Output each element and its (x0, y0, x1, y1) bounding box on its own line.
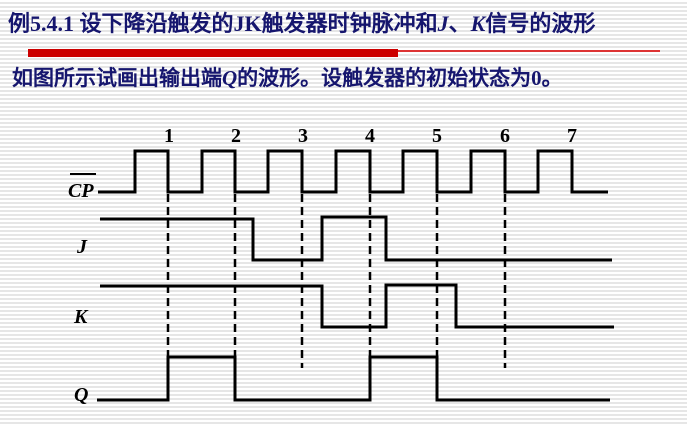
edge-number-1: 1 (164, 125, 174, 147)
edge-number-2: 2 (231, 125, 241, 147)
title-j: J (437, 11, 449, 36)
waveform-k (100, 283, 614, 329)
edge-number-4: 4 (365, 125, 375, 147)
page-title: 例5.4.1 设下降沿触发的JK触发器时钟脉冲和J、K信号的波形 (8, 6, 595, 38)
label-q: Q (74, 384, 88, 406)
waveform-j (100, 215, 612, 262)
edge-number-6: 6 (500, 125, 510, 147)
title-sep: 、 (448, 11, 471, 36)
signal-labels: CP J K Q (68, 173, 96, 406)
label-k: K (73, 306, 89, 328)
edge-numbers: 1 2 3 4 5 6 7 (164, 125, 577, 147)
accent-bar (28, 49, 398, 57)
waveform-q (97, 355, 610, 402)
title-prefix: 例5.4.1 设下降沿触发的JK触发器时钟脉冲和 (8, 11, 438, 36)
subtitle-q: Q (222, 66, 238, 90)
problem-statement: 如图所示试画出输出端Q的波形。设触发器的初始状态为0。 (12, 62, 563, 92)
edge-number-3: 3 (298, 125, 308, 147)
edge-number-5: 5 (432, 125, 442, 147)
waveforms (97, 149, 614, 402)
title-k: K (470, 11, 486, 36)
title-suffix: 信号的波形 (485, 11, 596, 36)
waveform-cp (98, 149, 608, 194)
label-j: J (76, 236, 88, 258)
label-cp: CP (68, 180, 94, 202)
subtitle-suffix: 的波形。设触发器的初始状态为0。 (237, 66, 563, 90)
edge-number-7: 7 (567, 125, 577, 147)
subtitle-prefix: 如图所示试画出输出端 (12, 66, 222, 90)
